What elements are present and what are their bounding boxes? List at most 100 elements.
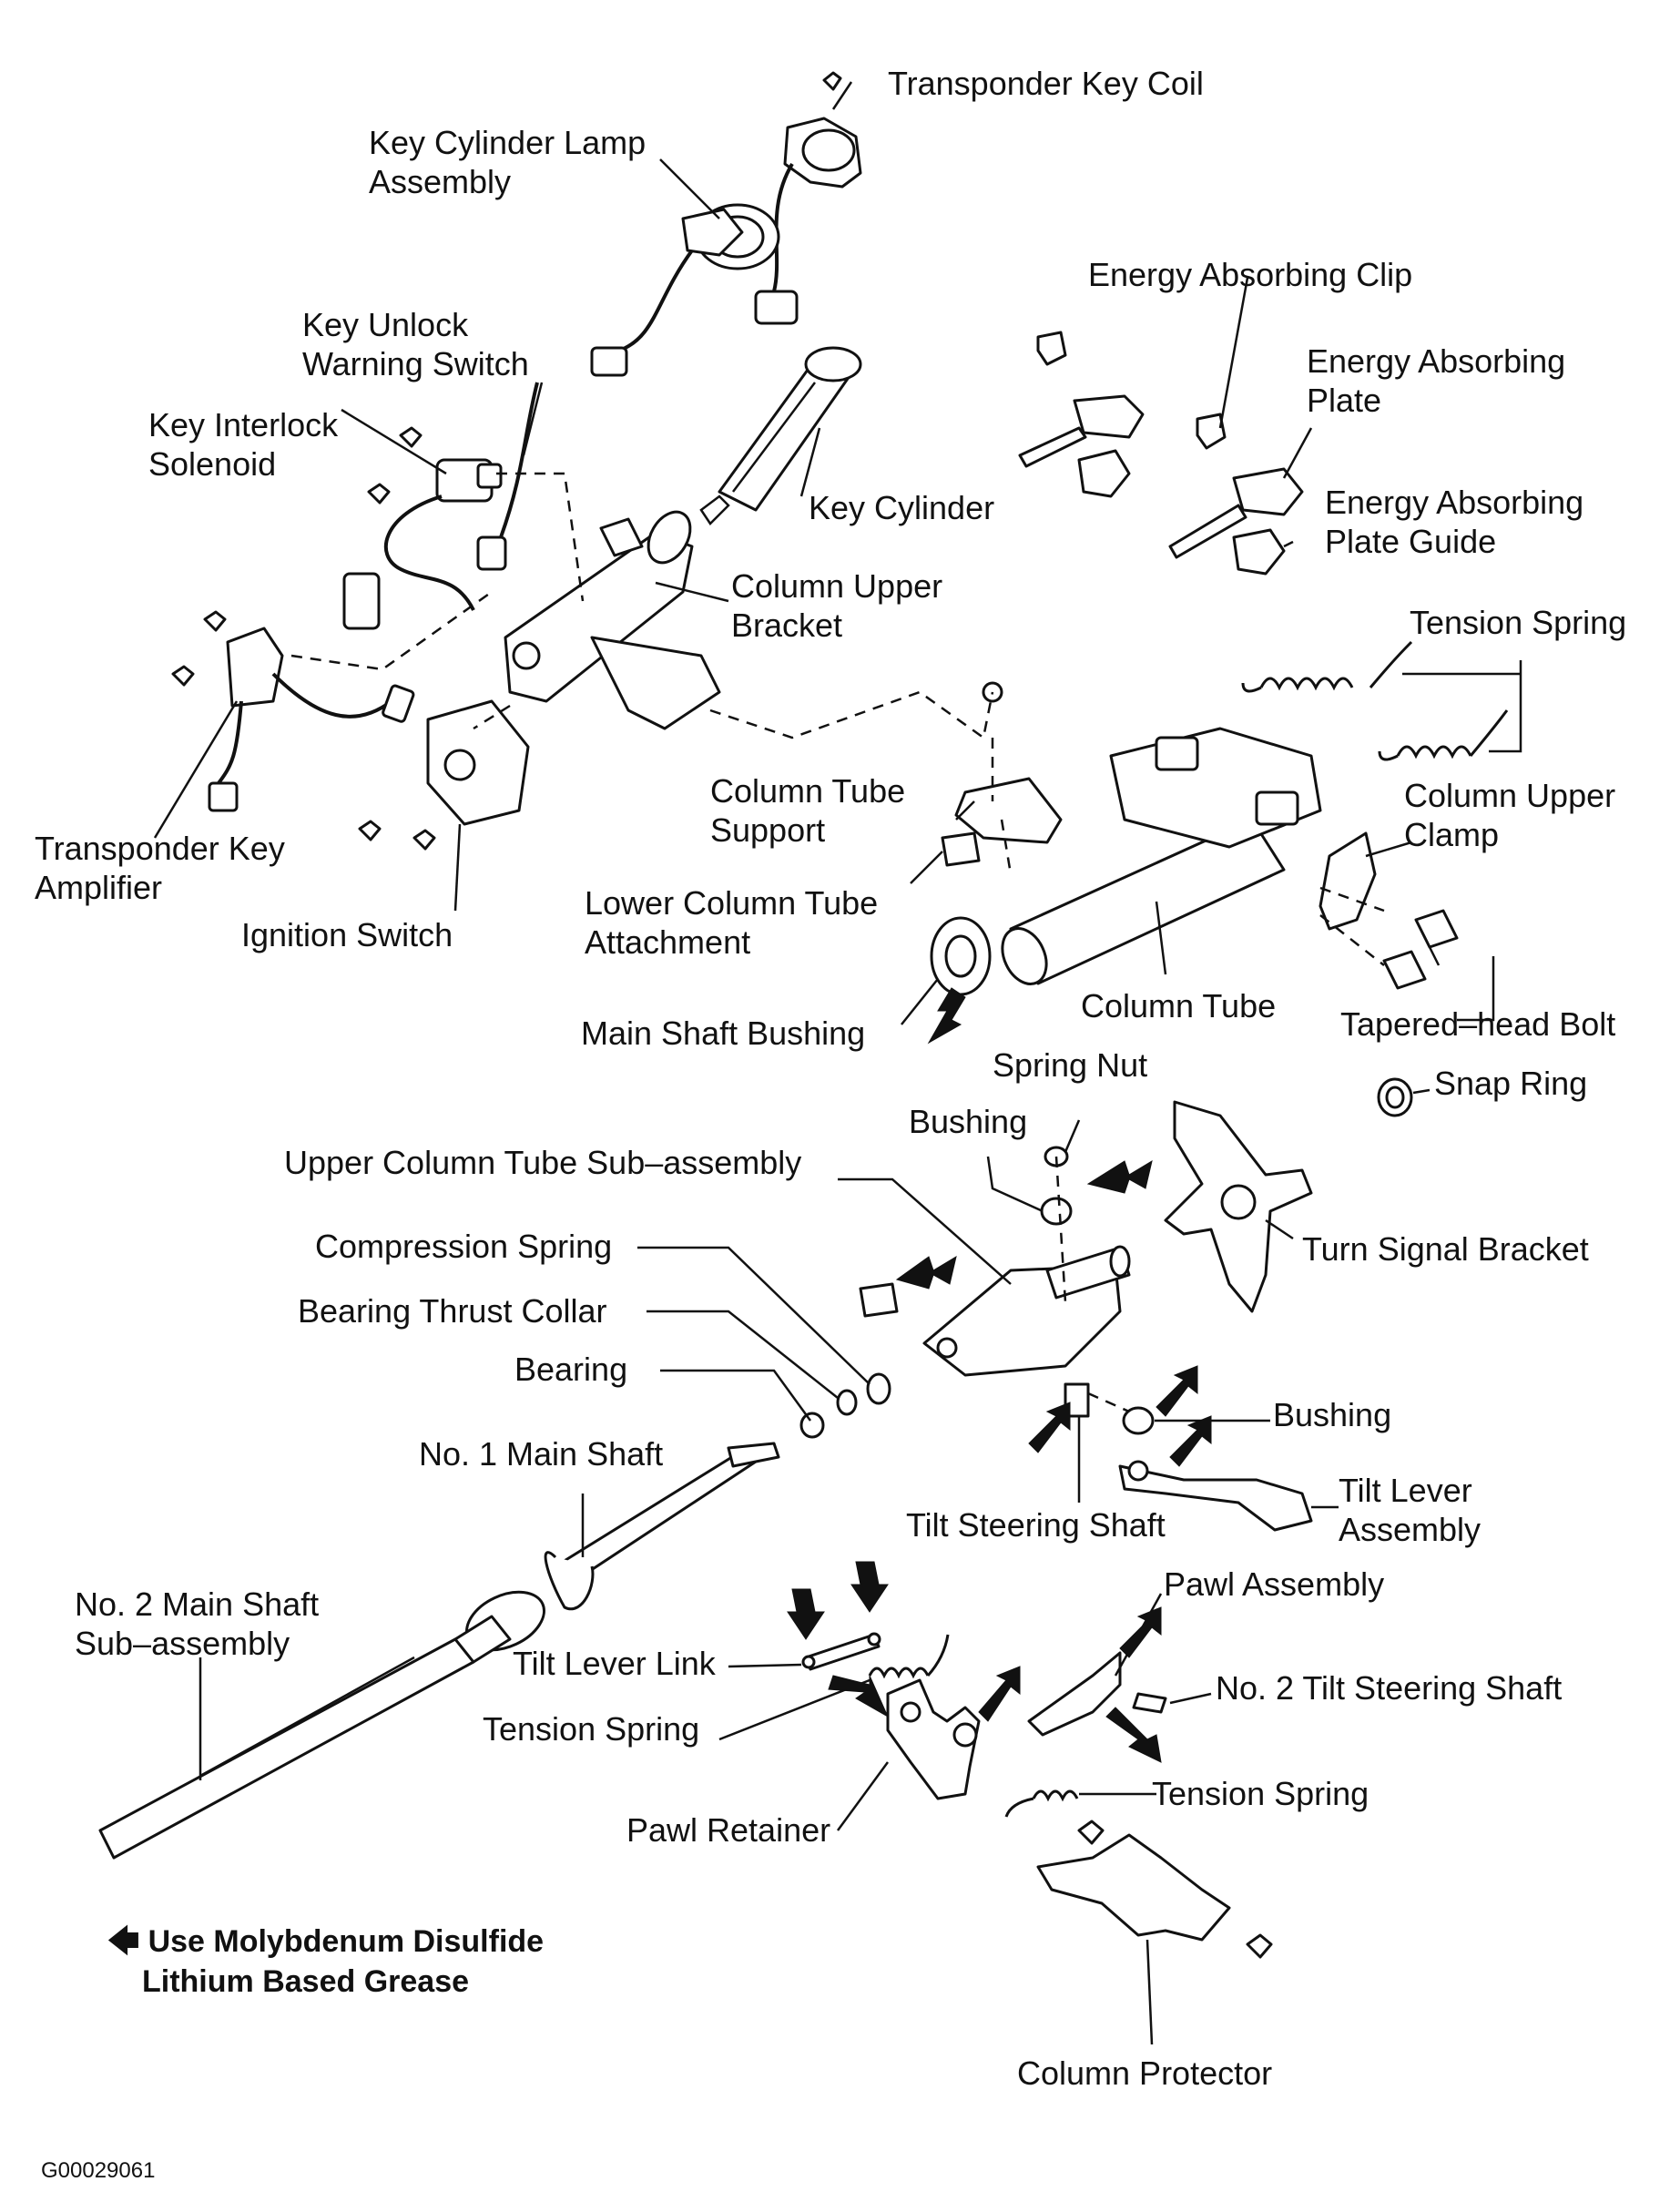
column-tube-part xyxy=(1001,727,1322,985)
label-no1-main-shaft: No. 1 Main Shaft xyxy=(419,1435,664,1473)
label-key-cylinder-lamp-assembly-line2: Assembly xyxy=(369,163,512,200)
label-energy-absorbing-plate-line2: Plate xyxy=(1307,382,1382,419)
tilt-lever-link-part xyxy=(801,1632,881,1671)
label-no2-main-shaft-line2: Sub–assembly xyxy=(75,1625,290,1662)
label-column-upper-bracket-line2: Bracket xyxy=(731,607,843,644)
label-transponder-key-amplifier-line1: Transponder Key xyxy=(35,830,285,867)
label-energy-absorbing-clip: Energy Absorbing Clip xyxy=(1088,256,1413,293)
key-cylinder-part xyxy=(699,346,862,525)
label-main-shaft-bushing: Main Shaft Bushing xyxy=(581,1014,866,1052)
no2-tilt-steering-shaft-part xyxy=(1132,1692,1167,1714)
pawl-retainer-part xyxy=(886,1678,981,1800)
label-turn-signal-bracket: Turn Signal Bracket xyxy=(1302,1230,1589,1268)
label-spring-nut: Spring Nut xyxy=(993,1046,1148,1084)
label-key-interlock-solenoid-line1: Key Interlock xyxy=(148,406,339,443)
label-energy-absorbing-plate-line1: Energy Absorbing xyxy=(1307,342,1566,380)
snap-ring-part xyxy=(1377,1077,1413,1117)
lower-column-tube-attachment-part xyxy=(941,831,981,867)
label-energy-absorbing-plate-guide-line1: Energy Absorbing xyxy=(1325,484,1584,521)
grease-arrow-link-left xyxy=(787,1588,825,1640)
label-tapered-head-bolt: Tapered–head Bolt xyxy=(1340,1005,1616,1043)
assembly-dashed-lines xyxy=(290,472,1385,1413)
column-protector-part xyxy=(1036,1820,1273,1959)
label-column-upper-bracket-line1: Column Upper xyxy=(731,567,943,605)
grease-arrow-pawl-bottom xyxy=(1105,1707,1162,1763)
label-bearing: Bearing xyxy=(514,1351,628,1388)
grease-arrow-bushing-lower xyxy=(1156,1365,1198,1417)
legend-line2: Lithium Based Grease xyxy=(107,1962,544,2002)
legend-line1: 🡄 Use Molybdenum Disulfide xyxy=(107,1922,544,1962)
compression-spring-part xyxy=(799,1282,899,1439)
transponder-key-amplifier-part xyxy=(171,610,415,812)
transponder-key-coil-part xyxy=(754,71,862,325)
label-ignition-switch: Ignition Switch xyxy=(241,916,453,953)
label-column-upper-clamp-line1: Column Upper xyxy=(1404,777,1616,814)
label-lower-column-tube-attachment-line1: Lower Column Tube xyxy=(585,884,879,922)
label-bushing-lower: Bushing xyxy=(1273,1396,1392,1433)
grease-arrow-pawl-retainer-right xyxy=(978,1666,1021,1722)
grease-arrow-pawl-top xyxy=(1119,1606,1162,1658)
tension-spring-mid-part xyxy=(868,1634,950,1679)
key-cylinder-lamp-part xyxy=(590,203,780,377)
label-tilt-steering-shaft: Tilt Steering Shaft xyxy=(906,1506,1166,1544)
label-pawl-assembly: Pawl Assembly xyxy=(1164,1565,1385,1603)
label-tilt-lever-assembly-line2: Assembly xyxy=(1339,1511,1481,1548)
label-key-unlock-warning-switch-line1: Key Unlock xyxy=(302,306,469,343)
energy-absorbing-clip-part xyxy=(1018,331,1145,498)
label-tension-spring-top: Tension Spring xyxy=(1410,604,1627,641)
label-key-cylinder-lamp-assembly-line1: Key Cylinder Lamp xyxy=(369,124,647,161)
label-bearing-thrust-collar: Bearing Thrust Collar xyxy=(298,1292,607,1330)
grease-arrow-pawl-retainer-left xyxy=(828,1675,890,1718)
label-column-protector: Column Protector xyxy=(1017,2054,1273,2092)
label-no2-main-shaft-line1: No. 2 Main Shaft xyxy=(75,1585,320,1623)
grease-arrows xyxy=(787,987,1212,1763)
upper-column-tube-sub-assembly-part xyxy=(922,1245,1131,1377)
label-column-upper-clamp-line2: Clamp xyxy=(1404,816,1500,853)
legend-text-line1: Use Molybdenum Disulfide xyxy=(148,1924,545,1959)
column-upper-bracket-part xyxy=(504,510,721,730)
label-no2-tilt-steering-shaft: No. 2 Tilt Steering Shaft xyxy=(1216,1669,1563,1707)
label-lower-column-tube-attachment-line2: Attachment xyxy=(585,923,751,961)
energy-absorbing-plate-part xyxy=(1168,413,1304,576)
grease-arrow-link-right xyxy=(850,1561,889,1613)
main-shaft-bushing-part xyxy=(930,916,992,996)
grease-arrow-compression-spring xyxy=(895,1255,957,1290)
tension-spring-low-part xyxy=(1004,1789,1079,1818)
label-column-tube-support-line2: Support xyxy=(710,811,826,849)
key-interlock-solenoid-part xyxy=(342,426,503,630)
grease-arrow-tilt-lever xyxy=(1169,1415,1212,1467)
label-tension-spring-mid: Tension Spring xyxy=(483,1710,700,1748)
label-pawl-retainer: Pawl Retainer xyxy=(626,1811,831,1849)
no2-main-shaft-part xyxy=(98,1590,545,1860)
label-key-interlock-solenoid-line2: Solenoid xyxy=(148,445,277,483)
label-energy-absorbing-plate-guide-line2: Plate Guide xyxy=(1325,523,1497,560)
label-column-tube: Column Tube xyxy=(1081,987,1277,1025)
label-transponder-key-amplifier-line2: Amplifier xyxy=(35,869,163,906)
label-compression-spring: Compression Spring xyxy=(315,1228,613,1265)
tilt-lever-assembly-part xyxy=(1118,1460,1313,1532)
legend-arrow-icon: 🡄 xyxy=(107,1924,140,1959)
label-snap-ring: Snap Ring xyxy=(1434,1065,1588,1102)
tension-spring-top-part xyxy=(1241,640,1509,761)
key-unlock-warning-switch-part xyxy=(476,382,539,571)
label-tilt-lever-link: Tilt Lever Link xyxy=(513,1645,716,1682)
label-column-tube-support-line1: Column Tube xyxy=(710,772,906,810)
turn-signal-bracket-part xyxy=(1164,1100,1313,1313)
legend-text-line2: Lithium Based Grease xyxy=(142,1964,470,1999)
leader-lines xyxy=(153,81,1522,2045)
grease-arrow-bushing-upper xyxy=(1086,1159,1153,1194)
label-key-cylinder: Key Cylinder xyxy=(809,489,995,526)
label-transponder-key-coil: Transponder Key Coil xyxy=(888,65,1204,102)
grease-arrow-main-shaft-bushing xyxy=(927,987,966,1045)
label-key-unlock-warning-switch-line2: Warning Switch xyxy=(302,345,529,382)
grease-legend: 🡄 Use Molybdenum Disulfide Lithium Based… xyxy=(107,1922,544,2002)
label-tilt-lever-assembly-line1: Tilt Lever xyxy=(1339,1472,1472,1509)
label-tension-spring-low: Tension Spring xyxy=(1152,1775,1369,1812)
no1-main-shaft-part xyxy=(544,1442,780,1611)
column-tube-support-part xyxy=(954,681,1063,844)
tapered-head-bolt-part xyxy=(1382,909,1459,990)
label-upper-column-tube-sub-assembly: Upper Column Tube Sub–assembly xyxy=(284,1144,802,1181)
column-upper-clamp-part xyxy=(1319,831,1377,931)
